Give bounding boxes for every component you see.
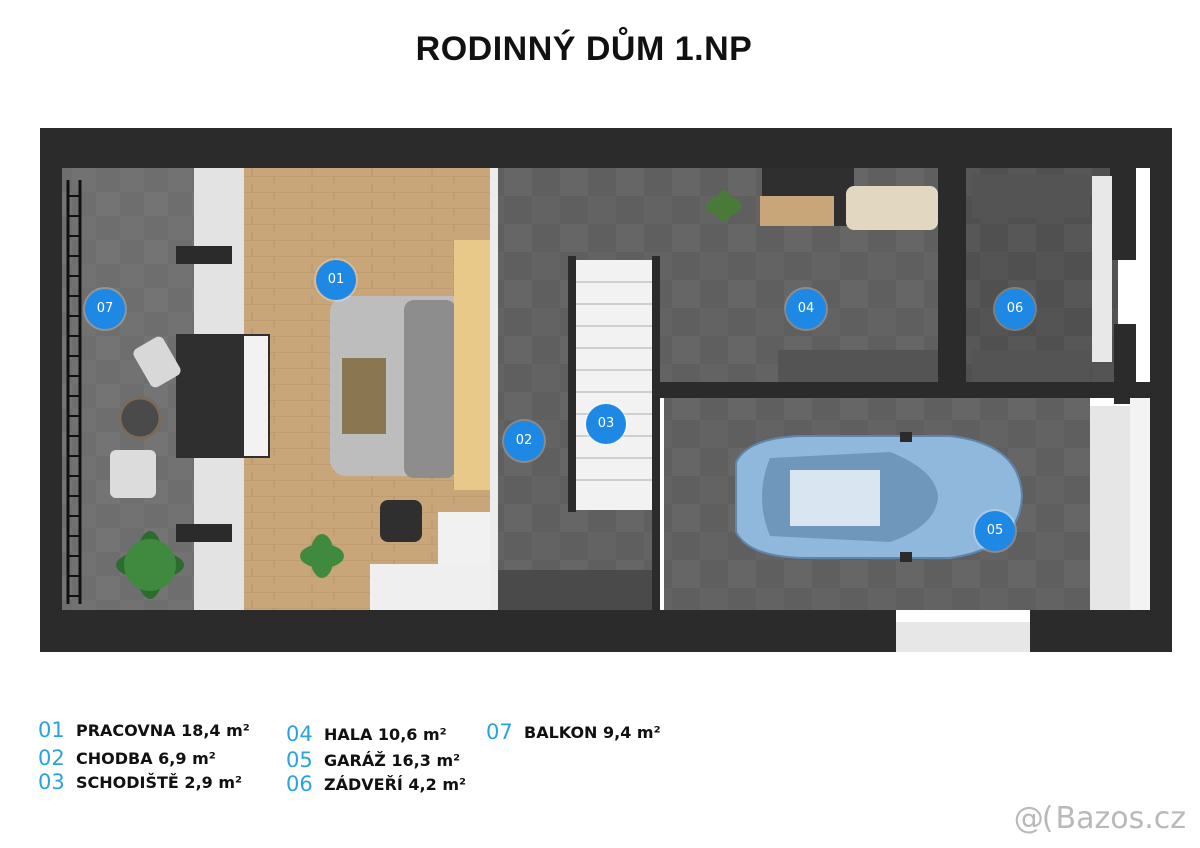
plant-office	[300, 534, 344, 578]
room-marker-01: 01	[316, 260, 356, 300]
legend-number: 03	[38, 770, 65, 794]
balcony-floor	[62, 168, 194, 610]
room-marker-02: 02	[504, 421, 544, 461]
legend-label: CHODBA 6,9 m²	[76, 748, 216, 768]
plant-hall	[706, 190, 742, 222]
legend-item-02: 02 CHODBA 6,9 m²	[38, 746, 216, 772]
legend-label: PRACOVNA 18,4 m²	[76, 720, 250, 740]
legend-label: GARÁŽ 16,3 m²	[324, 750, 461, 770]
stair-treads	[576, 281, 652, 481]
wall-top	[40, 128, 1172, 168]
legend-item-07: 07 BALKON 9,4 m²	[486, 720, 661, 746]
legend-number: 06	[286, 772, 313, 796]
legend-number: 05	[286, 748, 313, 772]
room-legend: 01 PRACOVNA 18,4 m² 02 CHODBA 6,9 m² 03 SCH…	[38, 718, 738, 808]
sofa	[404, 300, 456, 478]
balcony-railing	[66, 180, 82, 604]
wall-hall-garage	[660, 382, 1172, 398]
legend-item-03: 03 SCHODIŠTĚ 2,9 m²	[38, 770, 242, 796]
legend-item-06: 06 ZÁDVEŘÍ 4,2 m²	[286, 772, 466, 798]
stair-wall-left	[568, 256, 576, 512]
legend-label: ZÁDVEŘÍ 4,2 m²	[324, 774, 467, 794]
car	[735, 432, 1024, 562]
wall-hall-entry	[938, 168, 966, 382]
office-chair	[380, 500, 422, 542]
plant-balcony	[116, 531, 184, 599]
floor-plan	[40, 128, 1172, 652]
room-marker-06: 06	[995, 289, 1035, 329]
bazos-logo-icon: @(	[1013, 800, 1054, 836]
room-marker-07: 07	[85, 289, 125, 329]
bazos-watermark: @( Bazos.cz	[1014, 798, 1186, 838]
railing-rungs	[68, 195, 80, 597]
entry-wardrobe	[972, 174, 1090, 218]
legend-label: SCHODIŠTĚ 2,9 m²	[76, 772, 243, 792]
garage-side-door	[1090, 406, 1130, 610]
legend-item-04: 04 HALA 10,6 m²	[286, 722, 447, 748]
legend-item-01: 01 PRACOVNA 18,4 m²	[38, 718, 250, 744]
corridor-cabinet	[498, 570, 652, 610]
hall-counter	[778, 350, 950, 382]
legend-number: 04	[286, 722, 313, 746]
desk	[438, 512, 490, 568]
room-marker-05: 05	[975, 511, 1015, 551]
wall-left	[40, 128, 62, 652]
legend-number: 07	[486, 720, 513, 744]
bookshelf	[454, 240, 490, 490]
lounge-chair	[133, 336, 181, 388]
wall-entry-right	[1110, 168, 1136, 260]
legend-item-05: 05 GARÁŽ 16,3 m²	[286, 748, 460, 774]
garage-door-threshold	[896, 622, 1030, 652]
lounge-chair-2	[110, 450, 156, 498]
coffee-table	[342, 358, 386, 434]
stairs	[576, 260, 652, 510]
hall-bench	[846, 186, 938, 230]
wall-office-corridor	[490, 168, 498, 610]
entry-counter	[972, 350, 1090, 382]
room-marker-04: 04	[786, 289, 826, 329]
wall-bottom-right	[1030, 610, 1172, 652]
legend-number: 01	[38, 718, 65, 742]
room-marker-03: 03	[586, 404, 626, 444]
wall-bottom-left	[40, 610, 896, 652]
desk-counter	[370, 564, 490, 610]
watermark-text: Bazos.cz	[1055, 800, 1186, 836]
page-title: RODINNÝ DŮM 1.NP	[415, 30, 753, 68]
stair-wall-right	[652, 256, 660, 610]
side-table	[118, 396, 162, 440]
legend-label: BALKON 9,4 m²	[524, 722, 661, 742]
entry-door-frame	[1092, 176, 1112, 362]
legend-label: HALA 10,6 m²	[324, 724, 447, 744]
legend-number: 02	[38, 746, 65, 770]
